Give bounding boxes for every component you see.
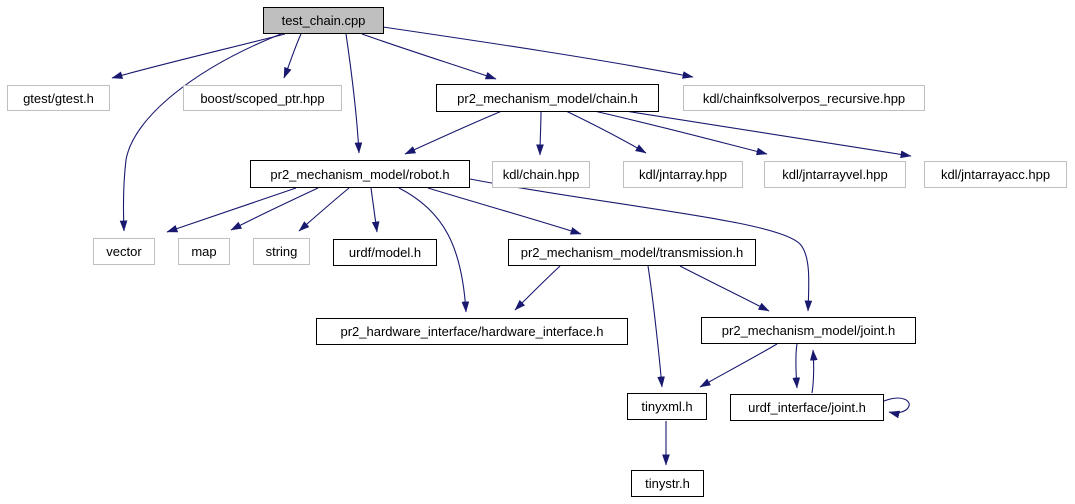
edge-transmission-to-hardwareinterface <box>514 265 561 311</box>
edge-chain-to-jntarrayacc <box>624 110 912 159</box>
edge-transmission-to-tinyxml <box>647 265 665 388</box>
edge-chain-to-jntarray <box>565 110 647 154</box>
node-urdf-interface-joint-h[interactable]: urdf_interface/joint.h <box>730 394 884 421</box>
edge-chain-to-robot <box>404 110 503 155</box>
node-urdf-model-h[interactable]: urdf/model.h <box>333 239 437 266</box>
edge-testchain-to-robot <box>345 33 363 154</box>
node-kdl-jntarray-hpp: kdl/jntarray.hpp <box>623 161 743 188</box>
edge-joint-to-urdfjoint <box>792 343 801 389</box>
node-kdl-chainfksolverpos-recursive-hpp: kdl/chainfksolverpos_recursive.hpp <box>683 85 925 111</box>
edge-robot-to-urdfmodel <box>370 187 380 233</box>
node-string: string <box>253 238 310 265</box>
node-pr2-hardware-interface-hardware-interface-h[interactable]: pr2_hardware_interface/hardware_interfac… <box>316 318 628 345</box>
edge-joint-to-tinyxml <box>699 343 778 388</box>
edge-urdfjoint-self-loop <box>883 397 910 419</box>
edge-robot-to-string <box>298 187 350 232</box>
node-gtest-gtest-h: gtest/gtest.h <box>7 85 110 111</box>
edge-robot-to-transmission <box>427 187 582 235</box>
node-tinystr-h[interactable]: tinystr.h <box>631 470 704 497</box>
edge-testchain-to-chain <box>361 33 497 80</box>
node-boost-scoped-ptr-hpp: boost/scoped_ptr.hpp <box>183 85 342 111</box>
node-pr2-mechanism-model-transmission-h[interactable]: pr2_mechanism_model/transmission.h <box>508 239 756 266</box>
node-tinyxml-h[interactable]: tinyxml.h <box>627 393 707 420</box>
edge-chain-to-chainhpp <box>536 110 544 156</box>
node-pr2-mechanism-model-chain-h[interactable]: pr2_mechanism_model/chain.h <box>436 84 659 112</box>
edge-urdfjoint-to-joint <box>809 349 818 394</box>
edge-robot-to-vector <box>166 187 297 233</box>
edge-testchain-to-vector <box>119 33 282 232</box>
node-pr2-mechanism-model-robot-h[interactable]: pr2_mechanism_model/robot.h <box>250 160 470 188</box>
node-test-chain-cpp: test_chain.cpp <box>263 7 384 34</box>
edge-transmission-to-joint <box>679 265 770 312</box>
node-kdl-jntarrayacc-hpp: kdl/jntarrayacc.hpp <box>924 161 1067 188</box>
edge-robot-to-map <box>230 187 319 231</box>
edge-robot-to-hardwareinterface <box>398 187 470 313</box>
node-kdl-jntarrayvel-hpp: kdl/jntarrayvel.hpp <box>764 161 906 188</box>
node-kdl-chain-hpp: kdl/chain.hpp <box>492 161 590 188</box>
node-vector: vector <box>93 238 155 265</box>
edge-chain-to-jntarrayvel <box>593 110 768 156</box>
edge-testchain-to-boost <box>283 33 302 79</box>
edge-testchain-to-gtest <box>111 33 286 79</box>
edge-testchain-to-chainfksolver <box>382 26 694 79</box>
node-map: map <box>178 238 230 265</box>
node-pr2-mechanism-model-joint-h[interactable]: pr2_mechanism_model/joint.h <box>701 317 916 344</box>
edge-robot-to-joint <box>469 178 813 312</box>
